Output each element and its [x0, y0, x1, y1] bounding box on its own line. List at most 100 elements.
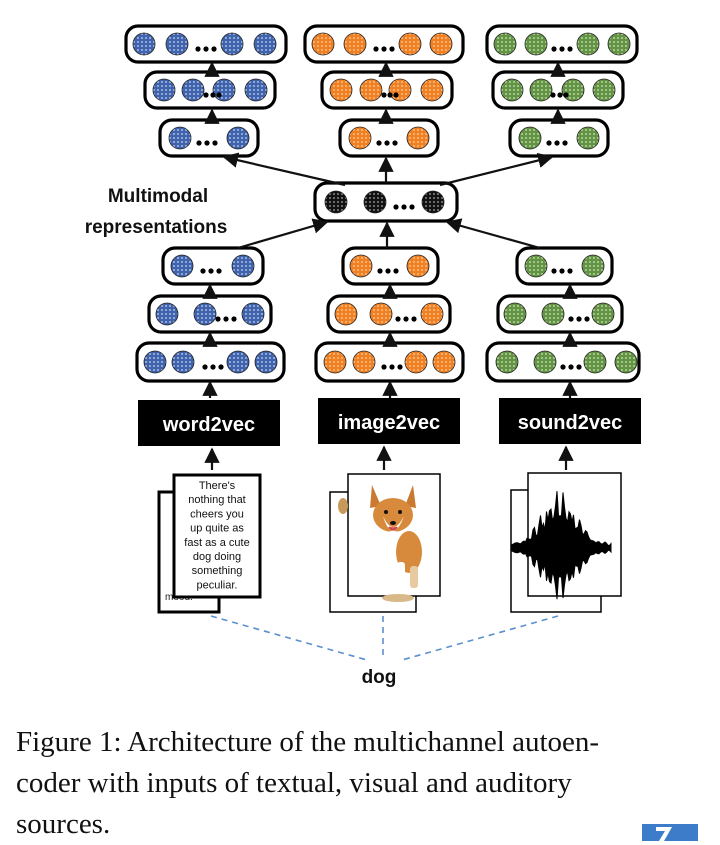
neuron-node: [334, 302, 358, 326]
neuron-node: [576, 126, 600, 150]
ellipsis-dot: [231, 316, 237, 322]
image-stack: [329, 473, 441, 613]
neuron-node: [226, 126, 250, 150]
image-encoder-1-layer: [314, 341, 465, 383]
ellipsis-dot: [215, 316, 221, 322]
image2vec-encoder: image2vec: [318, 398, 460, 444]
ellipsis-dot: [208, 268, 214, 274]
sound-encoder-3-layer: [515, 246, 614, 286]
neuron-node: [500, 78, 524, 102]
neuron-node: [388, 78, 412, 102]
ellipsis-dot: [212, 140, 218, 146]
ellipsis-dot: [550, 92, 556, 98]
image-decoder-2-layer: [320, 70, 454, 110]
neuron-node: [406, 254, 430, 278]
flow-arrow: [445, 218, 541, 250]
ellipsis-dot: [546, 140, 552, 146]
text-card-line: something: [192, 565, 243, 577]
image-decoder-1-layer: [338, 118, 440, 158]
neuron-node: [143, 350, 167, 374]
shared-joint-layer: [313, 181, 459, 223]
text-decoder-2-layer: [143, 70, 277, 110]
ellipsis-dot: [568, 316, 574, 322]
ellipsis-dot: [557, 92, 563, 98]
text-encoder-1-layer: [135, 341, 286, 383]
neuron-node: [253, 32, 277, 56]
ellipsis-dot: [216, 92, 222, 98]
ellipsis-dot: [567, 46, 573, 52]
text-decoder-3-layer: [124, 24, 288, 64]
ellipsis-dot: [562, 140, 568, 146]
neuron-node: [212, 78, 236, 102]
ellipsis-dot: [551, 46, 557, 52]
waveform-icon: [511, 491, 612, 600]
ellipsis-dot: [393, 268, 399, 274]
neuron-node: [541, 302, 565, 326]
ellipsis-dot: [403, 316, 409, 322]
sound-encoder-2-layer: [496, 294, 624, 334]
text-encoder-3-layer: [161, 246, 265, 286]
neuron-node: [181, 78, 205, 102]
ellipsis-dot: [401, 204, 407, 210]
corgi-icon: [338, 485, 422, 602]
text-encoder-2-layer: [147, 294, 273, 334]
ellipsis-dot: [381, 92, 387, 98]
ellipsis-dot: [385, 268, 391, 274]
neuron-node: [614, 350, 638, 374]
neuron-node: [581, 254, 605, 278]
image-encoder-2-layer: [326, 294, 452, 334]
neuron-node: [132, 32, 156, 56]
ellipsis-dot: [568, 364, 574, 370]
ellipsis-dot: [203, 92, 209, 98]
ellipsis-dot: [395, 316, 401, 322]
ellipsis-dot: [387, 92, 393, 98]
neuron-node: [241, 302, 265, 326]
text-card-line: fast as a cute: [184, 537, 249, 549]
neuron-node: [592, 78, 616, 102]
neuron-node: [607, 32, 631, 56]
neuron-node: [226, 350, 250, 374]
sound-decoder-2-layer: [491, 70, 625, 110]
ellipsis-dot: [559, 46, 565, 52]
ellipsis-dot: [389, 364, 395, 370]
sound-stack: [510, 472, 622, 613]
ellipsis-dot: [210, 92, 216, 98]
arrows-group: [202, 61, 578, 470]
neuron-node: [171, 350, 195, 374]
ellipsis-dot: [411, 316, 417, 322]
ellipsis-dot: [389, 46, 395, 52]
neuron-node: [343, 32, 367, 56]
text-card-line: peculiar.: [197, 579, 238, 591]
neuron-node: [323, 350, 347, 374]
image-decoder-3-layer: [303, 24, 465, 64]
neuron-node: [193, 302, 217, 326]
flow-arrow: [222, 152, 346, 187]
word2vec-label: word2vec: [162, 414, 255, 436]
ellipsis-dot: [393, 204, 399, 210]
ellipsis-dot: [210, 364, 216, 370]
ellipsis-dot: [211, 46, 217, 52]
ellipsis-dot: [563, 92, 569, 98]
neuron-node: [369, 302, 393, 326]
ellipsis-dot: [567, 268, 573, 274]
neuron-node: [329, 78, 353, 102]
neuron-node: [349, 254, 373, 278]
multimodal-label-line1: Multimodal: [108, 186, 208, 207]
ellipsis-dot: [576, 364, 582, 370]
neuron-node: [155, 302, 179, 326]
neuron-node: [420, 302, 444, 326]
ellipsis-dot: [409, 204, 415, 210]
text-card-line: up quite as: [190, 523, 244, 535]
ellipsis-dot: [200, 268, 206, 274]
concept-links: [210, 615, 559, 661]
neuron-node: [398, 32, 422, 56]
ellipsis-dot: [554, 140, 560, 146]
ellipsis-dot: [576, 316, 582, 322]
flow-arrow: [439, 152, 554, 187]
neuron-node: [493, 32, 517, 56]
neuron-node: [591, 302, 615, 326]
ellipsis-dot: [559, 268, 565, 274]
neuron-node: [420, 78, 444, 102]
